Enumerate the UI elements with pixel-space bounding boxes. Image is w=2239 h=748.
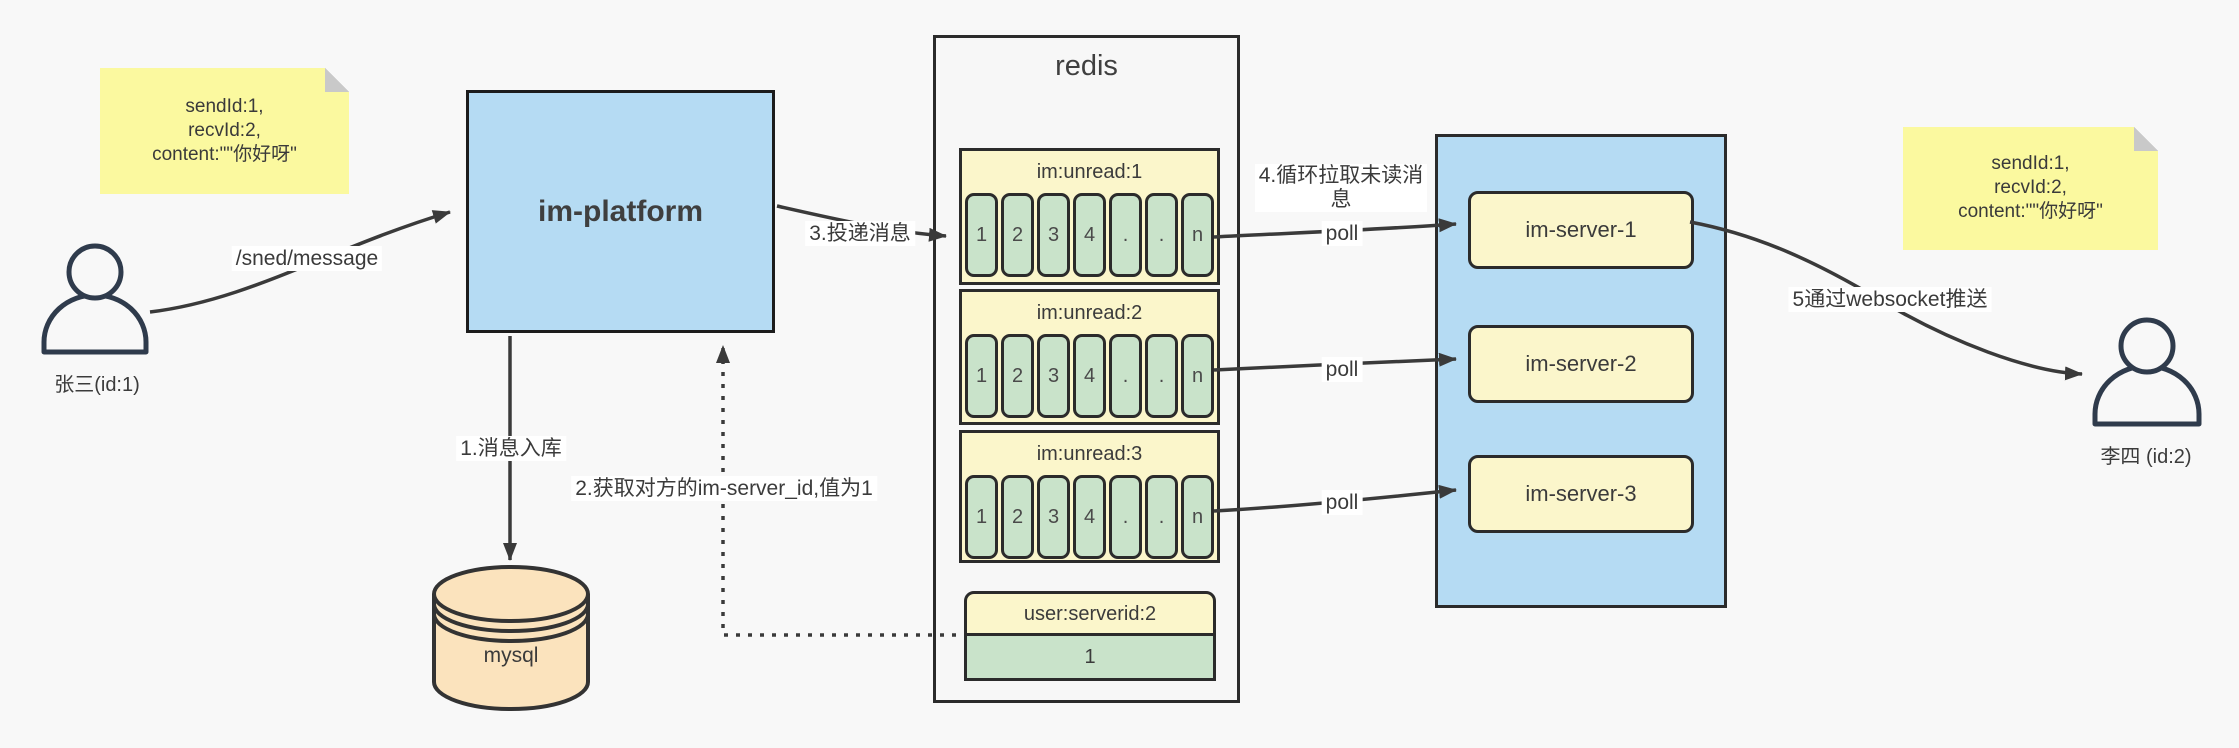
- edge-label-send: /sned/message: [231, 246, 383, 272]
- im-platform-label: im-platform: [538, 194, 703, 228]
- note-line: recvId:2,: [1994, 177, 2067, 198]
- queue-title: im:unread:3: [1036, 443, 1143, 465]
- queue-im-unread-2: im:unread:2 1 2 3 4 . . n: [959, 289, 1220, 425]
- redis-container: redis im:unread:1 1 2 3 4 . . n im:unrea…: [933, 35, 1240, 703]
- sender-label: 张三(id:1): [54, 374, 140, 396]
- sticky-note-right: sendId:1, recvId:2, content:""你好呀": [1903, 127, 2158, 250]
- queue-cell: n: [1181, 475, 1214, 559]
- im-server-2-node: im-server-2: [1468, 325, 1694, 403]
- queue-cells: 1 2 3 4 . . n: [962, 475, 1217, 559]
- note-line: content:""你好呀": [152, 144, 297, 165]
- note-line: sendId:1,: [185, 96, 264, 117]
- user-icon-receiver: [2092, 317, 2202, 427]
- user-serverid-value: 1: [964, 636, 1216, 681]
- queue-cell: n: [1181, 334, 1214, 418]
- note-fold-icon: [325, 68, 349, 92]
- edge-label-poll-2: poll: [1321, 357, 1363, 383]
- queue-cell: .: [1109, 193, 1142, 277]
- edge-label-poll-3: poll: [1321, 490, 1363, 516]
- note-fold-icon: [2134, 127, 2158, 151]
- sticky-note-left: sendId:1, recvId:2, content:""你好呀": [100, 68, 349, 194]
- queue-cell: n: [1181, 193, 1214, 277]
- queue-cell: 1: [965, 334, 998, 418]
- queue-title: im:unread:1: [1036, 161, 1143, 183]
- note-line: content:""你好呀": [1958, 201, 2103, 222]
- mysql-database-icon: [432, 565, 590, 711]
- note-line: recvId:2,: [188, 120, 261, 141]
- queue-im-unread-3: im:unread:3 1 2 3 4 . . n: [959, 430, 1220, 563]
- queue-cell: 3: [1037, 475, 1070, 559]
- queue-cell: 2: [1001, 193, 1034, 277]
- queue-cell: 4: [1073, 475, 1106, 559]
- note-right-text: sendId:1, recvId:2, content:""你好呀": [1903, 127, 2158, 224]
- user-serverid-header: user:serverid:2: [964, 591, 1216, 636]
- im-server-3-label: im-server-3: [1525, 481, 1637, 506]
- queue-cell: .: [1109, 334, 1142, 418]
- queue-cells: 1 2 3 4 . . n: [962, 334, 1217, 418]
- im-server-1-node: im-server-1: [1468, 191, 1694, 269]
- im-server-1-label: im-server-1: [1525, 217, 1637, 242]
- edge-label-step1: 1.消息入库: [456, 436, 566, 462]
- queue-cell: .: [1145, 193, 1178, 277]
- queue-im-unread-1: im:unread:1 1 2 3 4 . . n: [959, 148, 1220, 285]
- user-icon-sender: [41, 243, 149, 355]
- note-line: sendId:1,: [1991, 153, 2070, 174]
- queue-cell: 1: [965, 193, 998, 277]
- note-left-text: sendId:1, recvId:2, content:""你好呀": [100, 68, 349, 167]
- queue-cell: 4: [1073, 193, 1106, 277]
- im-platform-node: im-platform: [466, 90, 775, 333]
- queue-cells: 1 2 3 4 . . n: [962, 193, 1217, 277]
- queue-cell: 1: [965, 475, 998, 559]
- queue-cell: 2: [1001, 475, 1034, 559]
- im-server-cluster: im-server-1 im-server-2 im-server-3: [1435, 134, 1727, 608]
- edge-label-step2: 2.获取对方的im-server_id,值为1: [571, 476, 877, 502]
- mysql-label: mysql: [483, 644, 539, 667]
- im-server-2-label: im-server-2: [1525, 351, 1637, 376]
- queue-cell: .: [1145, 475, 1178, 559]
- queue-cell: 2: [1001, 334, 1034, 418]
- receiver-label: 李四 (id:2): [2100, 446, 2192, 468]
- queue-title: im:unread:2: [1036, 302, 1143, 324]
- redis-title: redis: [1055, 50, 1118, 82]
- queue-cell: 4: [1073, 334, 1106, 418]
- queue-cell: .: [1145, 334, 1178, 418]
- edge-label-step3: 3.投递消息: [805, 221, 915, 247]
- queue-cell: 3: [1037, 334, 1070, 418]
- edge-label-step5: 5通过websocket推送: [1788, 287, 1992, 313]
- queue-cell: 3: [1037, 193, 1070, 277]
- queue-cell: .: [1109, 475, 1142, 559]
- im-server-3-node: im-server-3: [1468, 455, 1694, 533]
- edge-label-poll-1: poll: [1321, 221, 1363, 247]
- edge-label-step4: 4.循环拉取未读消息: [1255, 164, 1427, 213]
